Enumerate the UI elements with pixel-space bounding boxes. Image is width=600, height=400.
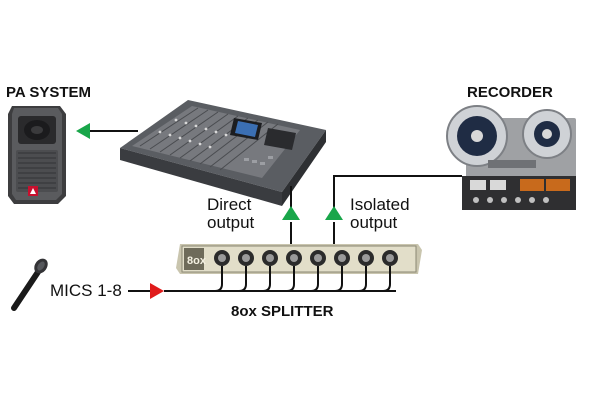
splitter-connector-pin — [314, 254, 322, 262]
microphone-icon — [11, 258, 48, 311]
splitter-connector-pin — [338, 254, 346, 262]
isolated-output-label-line2: output — [350, 213, 398, 232]
wire-isolated-to-recorder — [333, 175, 462, 208]
speaker-icon — [8, 106, 66, 204]
arrow-direct-output — [282, 206, 300, 220]
isolated-output-label-line1: Isolated — [350, 195, 410, 214]
arrow-to-pa-system — [76, 123, 90, 139]
recorder-label: RECORDER — [467, 84, 553, 101]
pa-system-label: PA SYSTEM — [6, 84, 91, 101]
splitter-rack-icon: 8ox — [176, 244, 422, 274]
direct-output-label-line1: Direct — [207, 195, 252, 214]
splitter-connector-pin — [266, 254, 274, 262]
reel-to-reel-recorder-icon — [446, 105, 576, 210]
mixing-console-icon — [120, 100, 326, 206]
splitter-connector-pin — [386, 254, 394, 262]
arrow-mics-in — [150, 283, 164, 299]
splitter-logo-text: 8ox — [187, 255, 207, 267]
splitter-connector-pin — [290, 254, 298, 262]
splitter-connectors — [214, 250, 398, 266]
splitter-connector-pin — [362, 254, 370, 262]
mics-label: MICS 1-8 — [50, 281, 122, 300]
direct-output-label-line2: output — [207, 213, 255, 232]
arrow-isolated-output — [325, 206, 343, 220]
splitter-label: 8ox SPLITTER — [231, 303, 334, 320]
splitter-connector-pin — [242, 254, 250, 262]
splitter-connector-pin — [218, 254, 226, 262]
